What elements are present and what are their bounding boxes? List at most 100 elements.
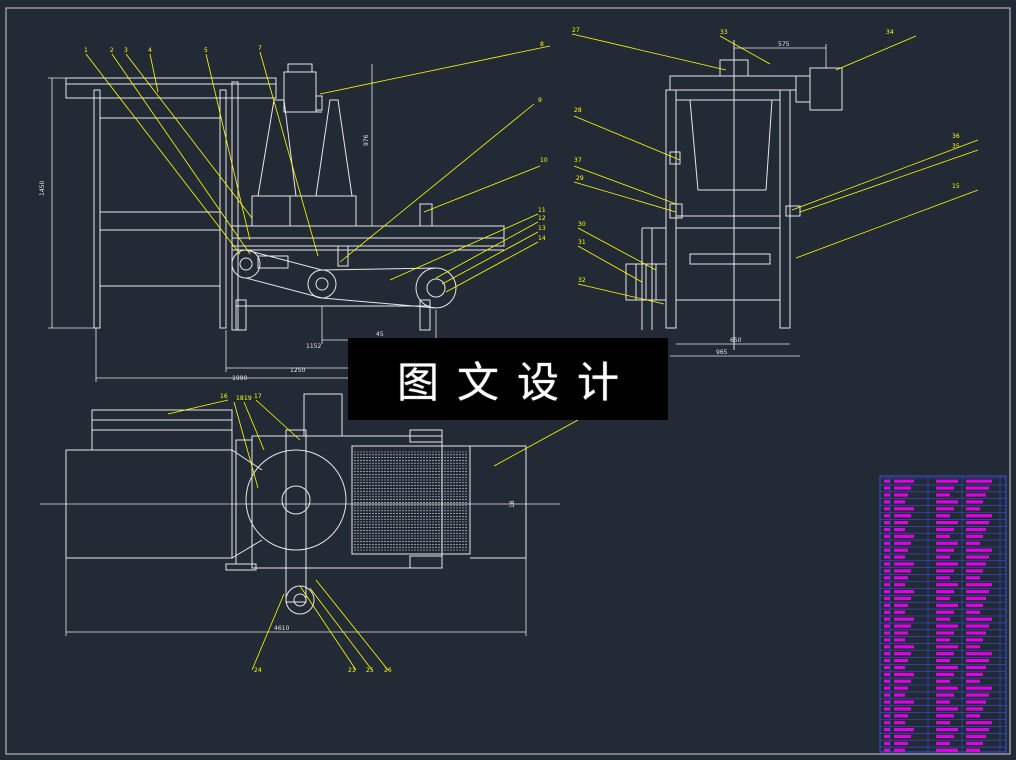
dim-1250: 1250 [290, 367, 305, 374]
table-text-mark [884, 721, 890, 725]
table-text-mark [894, 645, 914, 649]
table-text-mark [894, 583, 905, 587]
dim-1450: 1450 [39, 181, 46, 196]
table-text-mark [884, 707, 890, 711]
table-text-mark [936, 500, 958, 504]
table-text-mark [894, 534, 914, 538]
table-text-mark [966, 659, 989, 663]
table-text-mark [894, 527, 905, 532]
front-dimensions [48, 64, 437, 382]
table-text-mark [884, 665, 890, 670]
table-text-mark [894, 700, 914, 704]
table-text-mark [966, 728, 989, 732]
table-text-mark [884, 590, 890, 594]
table-text-mark [894, 617, 914, 621]
table-text-mark [884, 714, 890, 718]
table-text-mark [936, 569, 954, 573]
table-text-mark [884, 603, 890, 607]
table-text-mark [966, 645, 980, 649]
table-text-mark [936, 486, 954, 490]
table-text-mark [894, 707, 911, 711]
table-text-mark [936, 583, 958, 587]
table-text-mark [894, 507, 914, 511]
table-text-mark [884, 610, 890, 614]
table-text-mark [936, 652, 954, 656]
table-text-mark [936, 748, 958, 752]
table-text-mark [936, 562, 958, 566]
table-text-mark [894, 631, 908, 635]
table-text-mark [966, 555, 989, 559]
table-text-mark [966, 707, 983, 711]
callout-4: 4 [148, 47, 152, 54]
table-text-mark [966, 741, 983, 745]
dim-575: 575 [778, 41, 790, 48]
table-text-mark [966, 679, 980, 683]
callout-1: 1 [84, 47, 88, 54]
top-leaders [167, 399, 579, 671]
table-text-mark [936, 728, 958, 732]
table-text-mark [936, 514, 950, 518]
top-view-grating [354, 451, 468, 551]
table-text-mark [894, 721, 905, 725]
callout-25: 25 [366, 667, 374, 674]
callout-28: 28 [574, 107, 582, 114]
table-text-mark [884, 541, 890, 545]
table-text-mark [966, 500, 983, 504]
callout-3: 3 [124, 47, 128, 54]
table-text-mark [894, 576, 908, 580]
dim-4610: 4610 [274, 625, 289, 632]
table-text-mark [884, 617, 890, 621]
table-text-mark [936, 596, 950, 601]
table-text-mark [966, 700, 986, 704]
callout-19: 19 [244, 395, 252, 402]
table-text-mark [884, 631, 890, 635]
table-text-mark [894, 596, 911, 601]
table-text-mark [966, 590, 989, 594]
table-text-mark [884, 686, 890, 690]
top-dimensions [40, 503, 560, 636]
table-text-mark [966, 562, 986, 566]
table-text-mark [936, 527, 954, 532]
table-text-mark [966, 569, 983, 573]
table-text-mark [936, 734, 954, 739]
table-text-mark [894, 693, 905, 697]
table-text-mark [936, 700, 950, 704]
table-text-mark [894, 672, 914, 676]
table-text-mark [894, 590, 914, 594]
table-text-mark [884, 569, 890, 573]
front-view [65, 63, 505, 331]
callout-10: 10 [540, 157, 548, 164]
table-text-mark [894, 541, 911, 545]
callout-30: 30 [578, 221, 586, 228]
table-text-mark [894, 548, 908, 552]
table-text-mark [966, 652, 992, 656]
table-text-mark [884, 534, 890, 538]
table-text-mark [966, 576, 980, 580]
top-dimension-labels: 4610 18 [274, 500, 516, 632]
table-text-mark [936, 686, 958, 690]
table-text-mark [894, 728, 914, 732]
side-view [625, 40, 843, 350]
callout-16: 16 [220, 393, 228, 400]
table-text-mark [966, 631, 986, 635]
table-text-mark [884, 741, 890, 745]
table-text-mark [966, 617, 992, 621]
table-text-mark [936, 507, 954, 511]
table-text-mark [884, 583, 890, 587]
table-text-mark [894, 659, 908, 663]
table-text-mark [936, 590, 954, 594]
front-leaders [85, 45, 551, 293]
table-text-mark [966, 714, 980, 718]
table-text-mark [894, 652, 911, 656]
dim-45: 45 [376, 331, 384, 338]
table-text-mark [894, 521, 908, 525]
table-text-mark [936, 555, 950, 559]
table-text-mark [894, 734, 911, 739]
dim-18: 18 [509, 500, 516, 508]
table-text-mark [936, 493, 950, 497]
callout-11: 11 [538, 207, 546, 214]
callout-32: 32 [578, 277, 586, 284]
table-text-mark [894, 562, 914, 566]
table-text-mark [936, 707, 958, 711]
drawing-border [5, 7, 1011, 755]
